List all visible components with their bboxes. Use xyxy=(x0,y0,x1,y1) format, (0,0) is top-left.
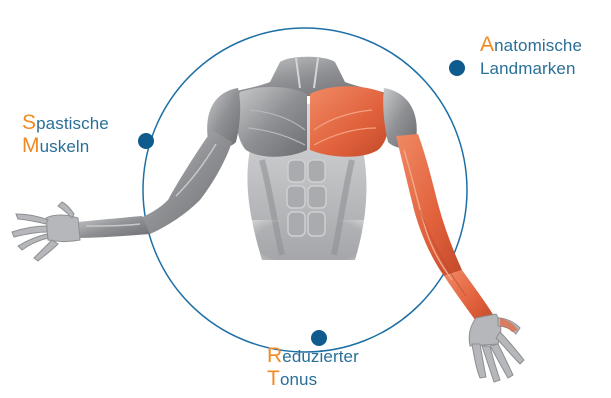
label-initial: M xyxy=(22,134,40,157)
left-hand xyxy=(12,202,80,261)
label-text: Landmarken xyxy=(480,59,576,78)
label-text: pastische xyxy=(36,114,109,133)
label-text: eduzierter xyxy=(282,347,359,366)
label-text: natomische xyxy=(494,36,582,55)
label-anatomical-landmarks: Anatomische Landmarken xyxy=(480,34,582,80)
label-line: Landmarken xyxy=(480,57,582,80)
label-line: Muskeln xyxy=(22,135,109,158)
label-initial: T xyxy=(267,367,280,390)
label-text: uskeln xyxy=(40,137,90,156)
label-line: Tonus xyxy=(267,368,359,391)
label-text: onus xyxy=(280,370,317,389)
dot-left xyxy=(138,133,154,149)
label-line: Reduzierter xyxy=(267,345,359,368)
label-line: Anatomische xyxy=(480,34,582,57)
label-reduced-tone: Reduzierter Tonus xyxy=(267,345,359,391)
label-spastic-muscles: Spastische Muskeln xyxy=(22,112,109,158)
dot-right xyxy=(449,60,465,76)
label-initial: R xyxy=(267,344,282,367)
right-pectoral-highlighted xyxy=(310,86,389,157)
label-initial: A xyxy=(480,33,494,56)
right-hand xyxy=(469,314,524,382)
label-line: Spastische xyxy=(22,112,109,135)
label-initial: S xyxy=(22,111,36,134)
left-pectoral xyxy=(236,87,307,157)
right-arm-highlighted xyxy=(396,134,494,324)
dot-bottom xyxy=(311,330,327,346)
